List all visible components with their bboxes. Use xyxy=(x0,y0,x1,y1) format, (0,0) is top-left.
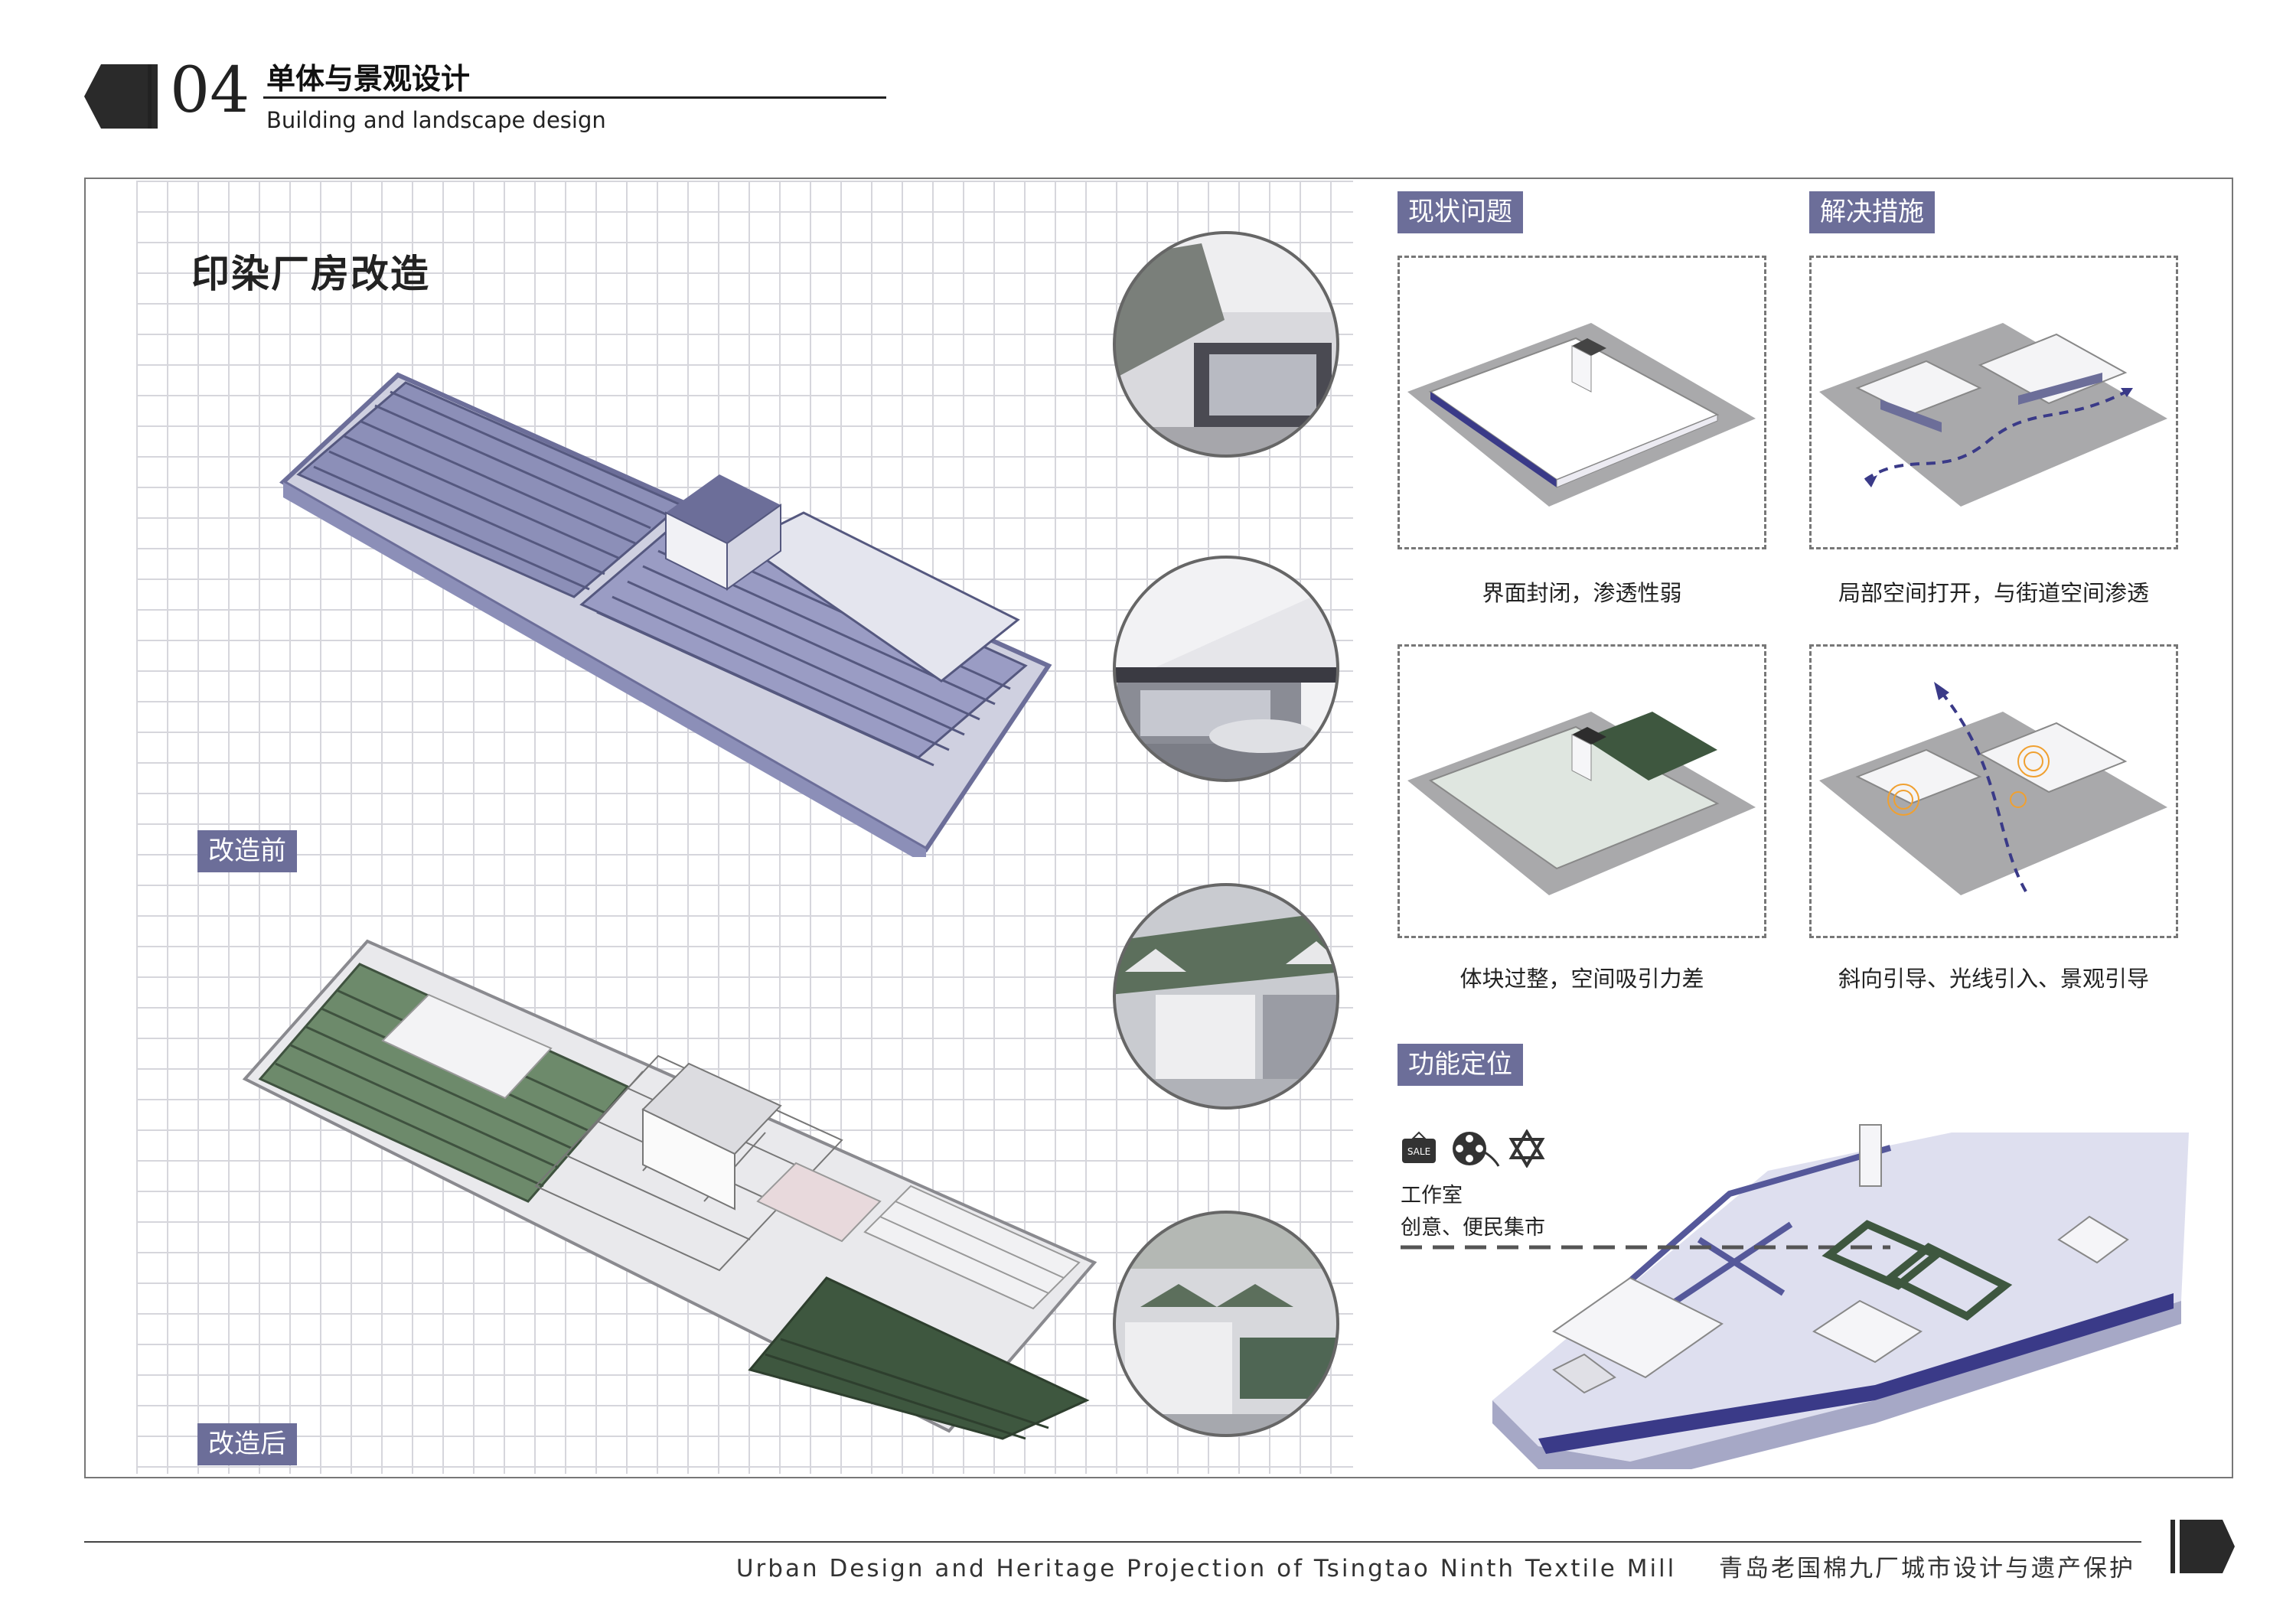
diagram-monotonous-mass xyxy=(1397,644,1766,938)
section-title-en: Building and landscape design xyxy=(266,107,606,133)
function-line-1: 工作室 xyxy=(1401,1184,1463,1207)
sale-tag-icon: SALE xyxy=(1402,1131,1436,1163)
header-rule xyxy=(263,96,886,99)
sale-tag-text: SALE xyxy=(1407,1146,1430,1157)
diagram-caption-4: 斜向引导、光线引入、景观引导 xyxy=(1838,966,2149,992)
star-of-david-icon xyxy=(1508,1129,1545,1168)
footer-title-cn: 青岛老国棉九厂城市设计与遗产保护 xyxy=(1719,1555,2135,1582)
film-reel-icon xyxy=(1453,1132,1500,1167)
perspective-image-3 xyxy=(1113,883,1339,1110)
before-building-model xyxy=(279,372,1052,857)
perspective-image-4 xyxy=(1113,1211,1339,1437)
section-number: 04 xyxy=(170,54,250,127)
content-frame xyxy=(84,178,2233,1478)
footer-rule xyxy=(84,1541,2141,1543)
function-site-map xyxy=(1401,1124,2189,1469)
footer-title-en: Urban Design and Heritage Projection of … xyxy=(735,1555,1677,1582)
before-label: 改造前 xyxy=(197,830,297,872)
diagram-closed-interface xyxy=(1397,256,1766,549)
diagram-caption-3: 体块过整，空间吸引力差 xyxy=(1459,966,1704,992)
solutions-label: 解决措施 xyxy=(1809,191,1935,233)
diagram-caption-2: 局部空间打开，与街道空间渗透 xyxy=(1838,580,2149,606)
perspective-image-2 xyxy=(1113,556,1339,782)
current-issues-label: 现状问题 xyxy=(1397,191,1523,233)
header-hexagon-icon xyxy=(84,64,158,129)
diagram-opened-space xyxy=(1809,256,2178,549)
perspective-image-1 xyxy=(1113,231,1339,458)
main-title: 印染厂房改造 xyxy=(191,252,430,296)
diagram-caption-1: 界面封闭，渗透性弱 xyxy=(1482,580,1682,606)
after-label: 改造后 xyxy=(197,1423,297,1465)
diagram-diagonal-guidance xyxy=(1809,644,2178,938)
footer-title: Urban Design and Heritage Projection of … xyxy=(736,1549,2135,1583)
footer-hexagon-icon xyxy=(2170,1520,2235,1573)
after-building-model xyxy=(242,939,1097,1440)
function-line-2: 创意、便民集市 xyxy=(1401,1216,1545,1240)
section-title-cn: 单体与景观设计 xyxy=(266,62,471,96)
function-label: 功能定位 xyxy=(1397,1044,1523,1086)
header-divider xyxy=(148,64,152,129)
